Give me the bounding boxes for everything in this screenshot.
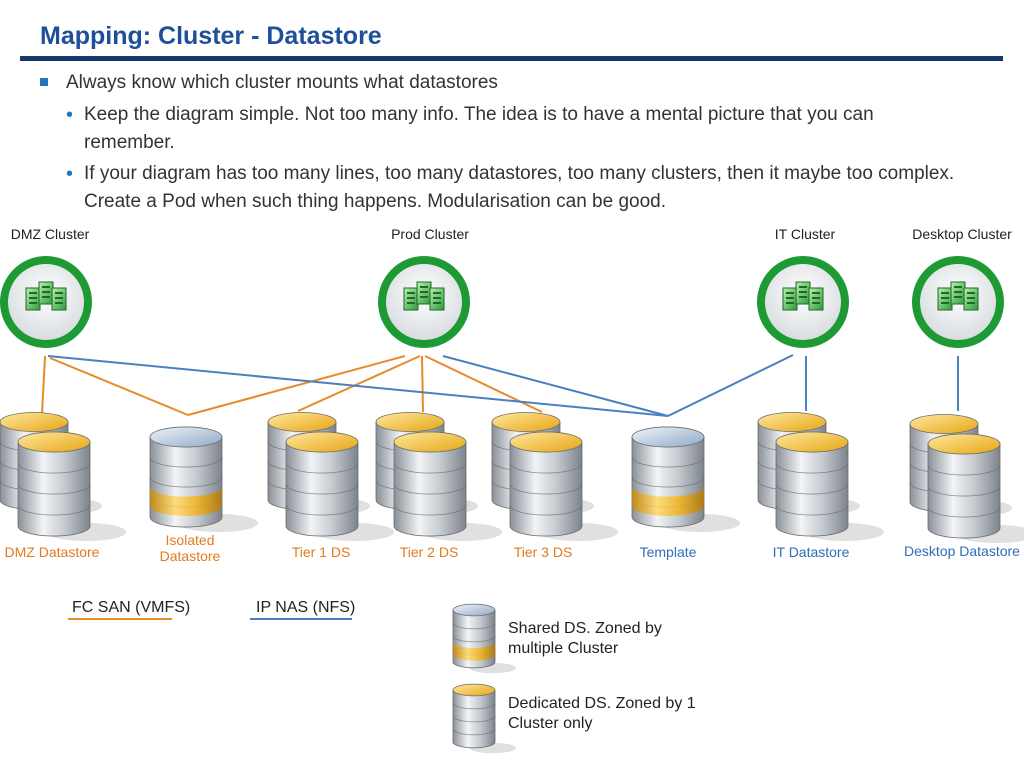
nas-connection-lines — [47, 354, 959, 417]
datastore-7 — [757, 412, 885, 542]
cluster-label-it: IT Cluster — [774, 226, 836, 242]
ds-label-tier3: Tier 3 DS — [513, 544, 573, 560]
dot-bullet-icon: • — [66, 104, 74, 126]
bullet-sub-2-text: If your diagram has too many lines, too … — [84, 163, 955, 212]
legend-nas-label: IP NAS (NFS) — [256, 599, 356, 616]
cluster-icon — [0, 256, 92, 348]
ds-label-desktop: Desktop Datastore — [904, 543, 1020, 559]
cluster-icon — [378, 256, 470, 348]
dot-bullet-icon: • — [66, 163, 74, 185]
page-title: Mapping: Cluster - Datastore — [40, 22, 382, 50]
datastore-3 — [267, 412, 394, 542]
cluster-icon — [757, 256, 849, 348]
datastore-1 — [0, 412, 126, 542]
fc-connection-lines — [41, 355, 543, 416]
bullet-main-text: Always know which cluster mounts what da… — [66, 72, 498, 93]
cluster-icon — [912, 256, 1004, 348]
legend-fc-label: FC SAN (VMFS) — [72, 599, 191, 616]
bullet-sub-1: • Keep the diagram simple. Not too many … — [66, 101, 966, 157]
square-bullet-icon — [40, 78, 48, 86]
bullet-sub-2: • If your diagram has too many lines, to… — [66, 160, 966, 216]
datastore-8 — [909, 414, 1024, 544]
datastore-4 — [375, 412, 502, 542]
legend-shared-label: Shared DS. Zoned by multiple Cluster — [508, 620, 662, 657]
datastore-2 — [149, 426, 258, 533]
cluster-label-dmz: DMZ Cluster — [10, 226, 90, 242]
ds-label-tier1: Tier 1 DS — [291, 544, 351, 560]
legend-dedicated-icon — [452, 683, 516, 754]
ds-label-isolated: Isolated Datastore — [159, 532, 221, 564]
legend-dedicated-label: Dedicated DS. Zoned by 1 Cluster only — [508, 695, 696, 732]
ds-label-dmz: DMZ Datastore — [4, 544, 100, 560]
ds-label-template: Template — [639, 544, 697, 560]
title-divider — [20, 56, 1003, 61]
cluster-label-desktop: Desktop Cluster — [912, 226, 1012, 242]
bullet-sub-1-text: Keep the diagram simple. Not too many in… — [84, 104, 874, 153]
legend-shared-icon — [452, 603, 516, 674]
cluster-label-prod: Prod Cluster — [391, 226, 469, 242]
ds-label-it: IT Datastore — [772, 544, 850, 560]
datastore-6 — [631, 426, 741, 533]
ds-label-tier2: Tier 2 DS — [399, 544, 459, 560]
datastore-5 — [491, 412, 619, 542]
